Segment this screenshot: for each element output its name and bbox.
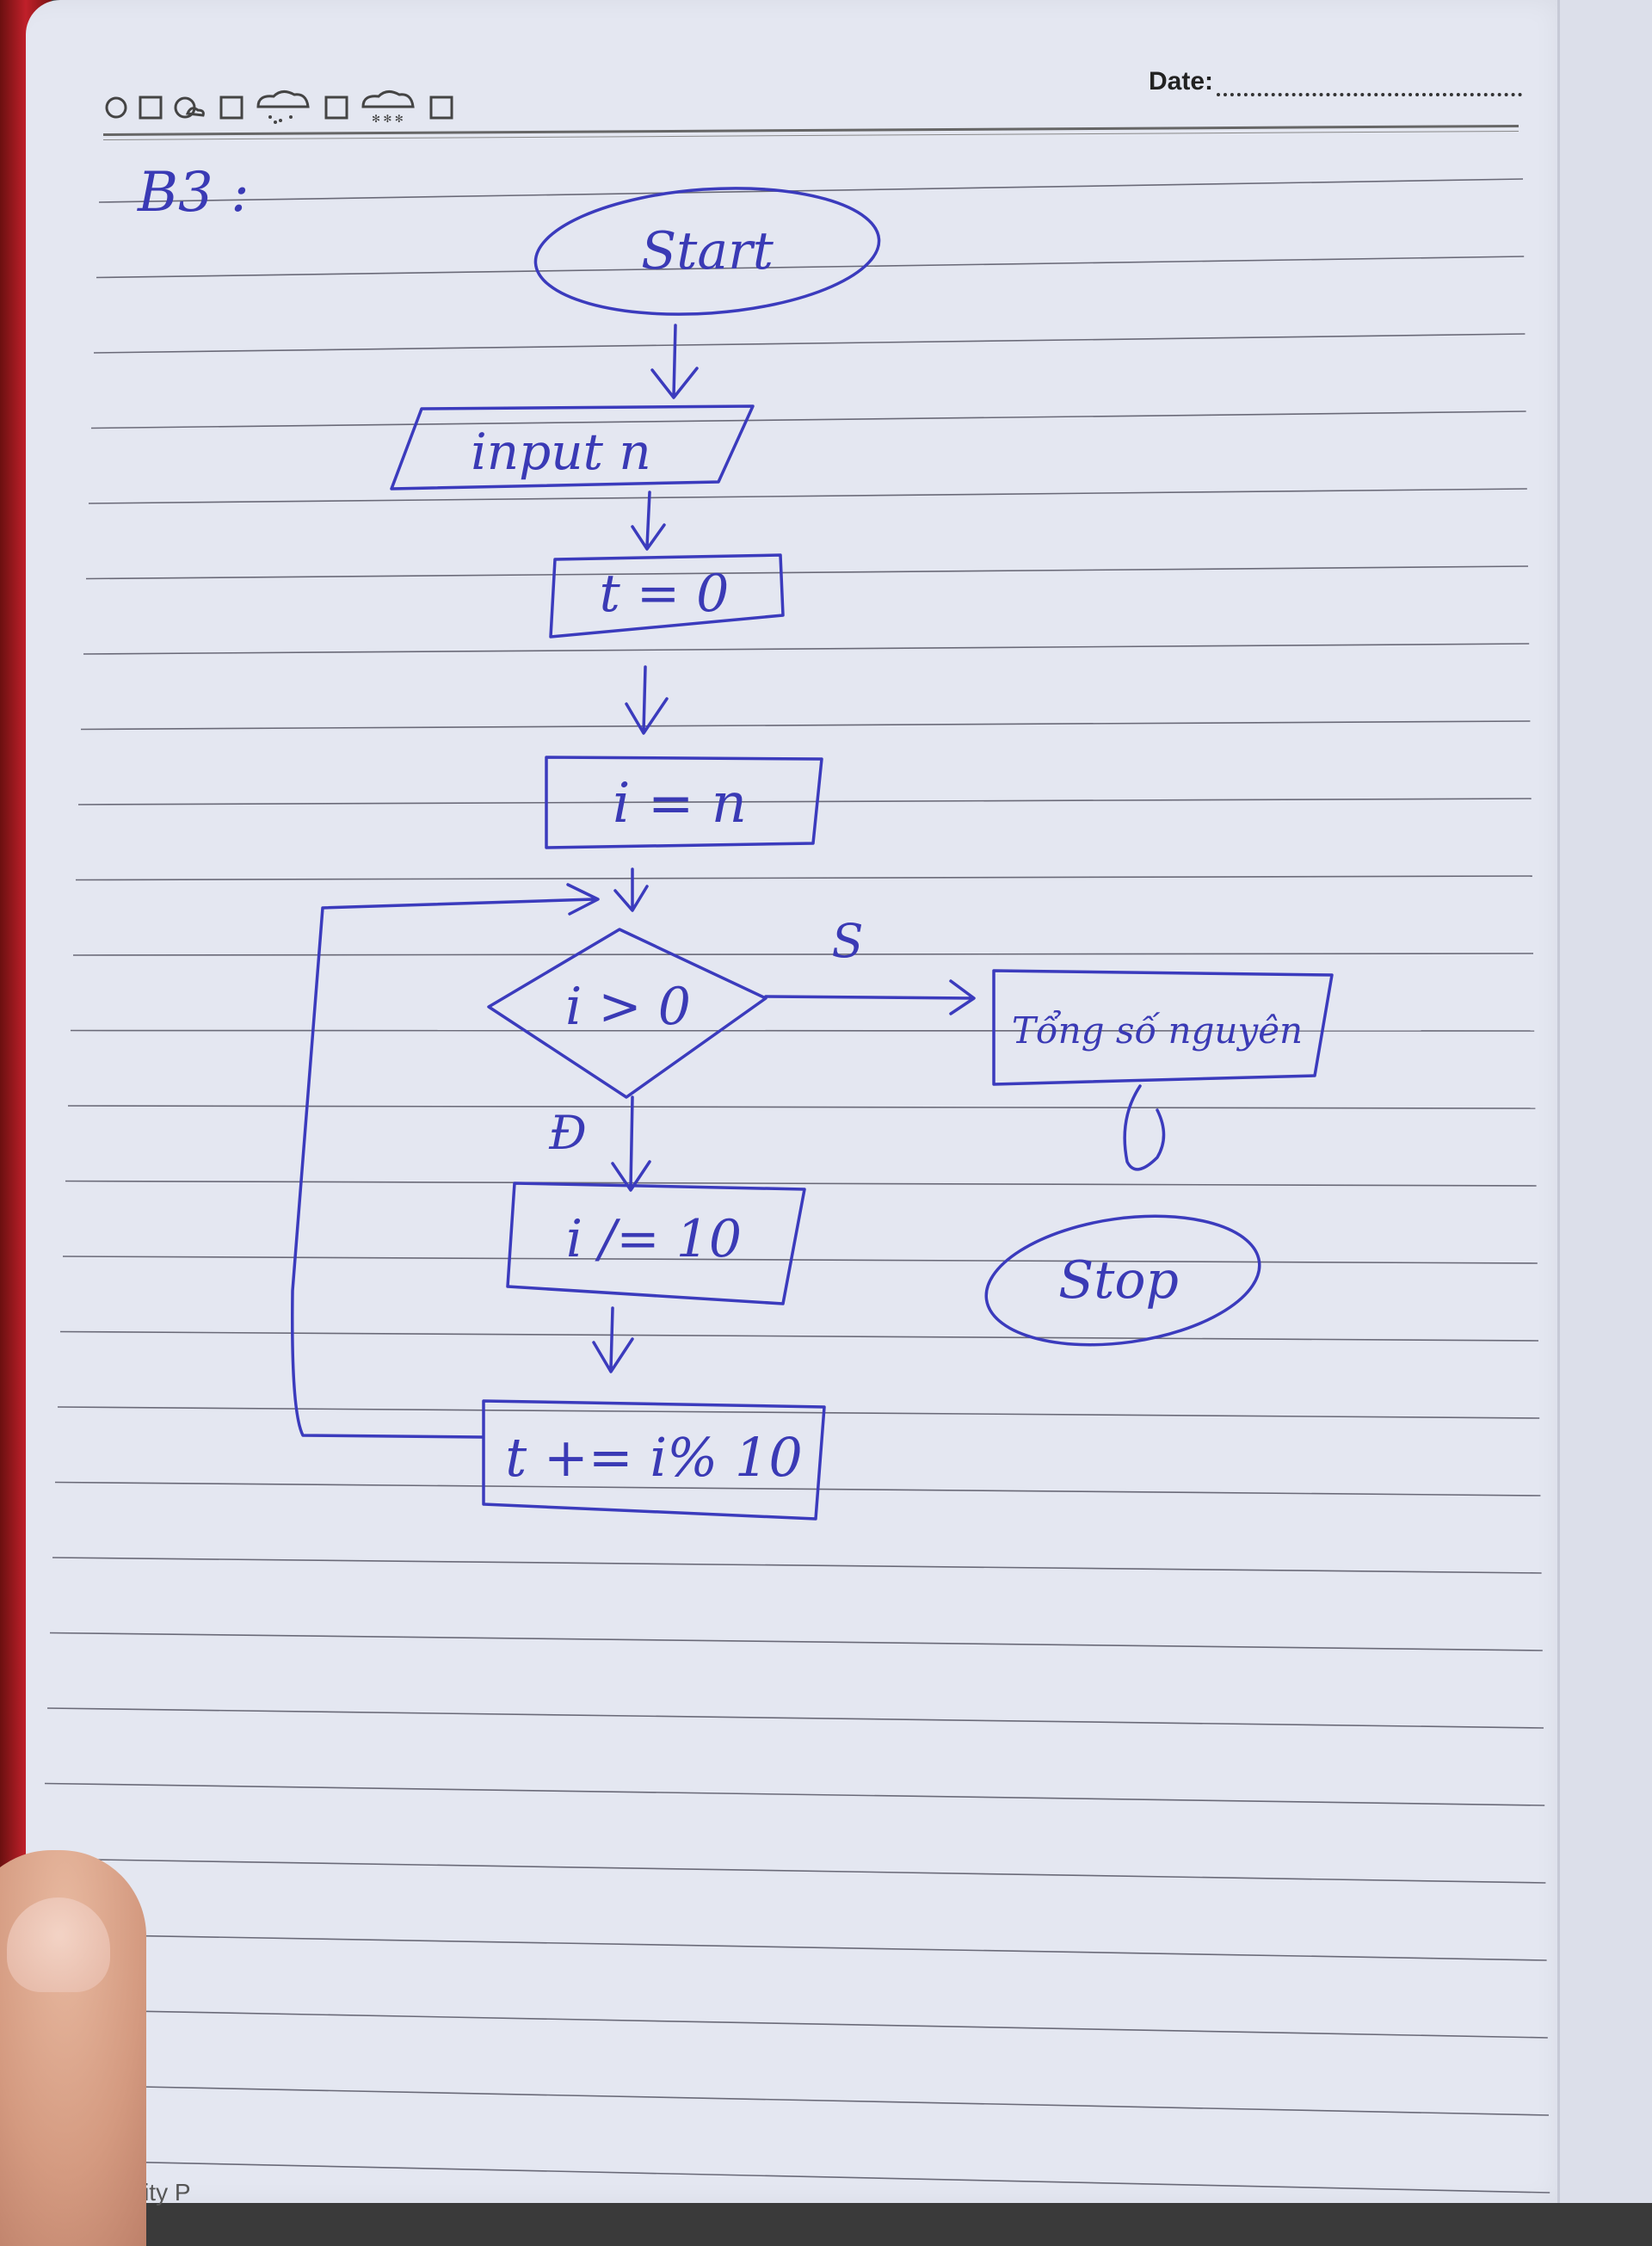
ruled-line <box>96 256 1525 279</box>
rain-cloud-icon <box>256 90 310 124</box>
true-branch-label: Đ <box>548 1106 587 1160</box>
update-t-label: t += i% 10 <box>505 1426 803 1489</box>
init-i-process <box>545 756 823 849</box>
ruled-line <box>80 720 1531 731</box>
update-t-process <box>482 1399 826 1521</box>
weather-icon-row: ✻ ✻ ✻ <box>103 86 454 129</box>
ruled-line <box>44 1782 1545 1806</box>
ruled-line <box>70 1029 1535 1032</box>
date-field: Date: <box>1149 67 1523 96</box>
ruled-line <box>46 1707 1544 1729</box>
init-t-process <box>549 553 785 639</box>
ruled-line <box>75 875 1532 881</box>
checkbox-icon <box>429 96 453 120</box>
ruled-line <box>77 798 1532 805</box>
arrow-update-i-to-t <box>592 1306 634 1373</box>
decision-diamond <box>487 928 767 1099</box>
arrow-input-to-t <box>631 491 666 551</box>
arrow-start-to-input <box>650 324 699 399</box>
fingernail-photo <box>7 1897 110 1992</box>
start-terminal <box>533 187 881 316</box>
stop-terminal <box>984 1214 1261 1347</box>
snow-cloud-icon: ✻ ✻ ✻ <box>361 90 415 125</box>
input-parallelogram <box>390 404 755 491</box>
ruled-line <box>72 953 1534 956</box>
false-branch-label: S <box>832 914 864 968</box>
checkbox-icon <box>219 96 243 120</box>
output-process <box>992 969 1334 1086</box>
ruled-line <box>34 2083 1550 2116</box>
ruled-line <box>54 1481 1541 1496</box>
input-label: input n <box>471 423 651 481</box>
ruled-line <box>41 1858 1546 1884</box>
notebook-page <box>26 0 1575 2203</box>
ruled-line <box>49 1632 1543 1651</box>
ruled-line <box>62 1256 1538 1264</box>
ruled-line <box>98 178 1524 203</box>
svg-text:✻ ✻ ✻: ✻ ✻ ✻ <box>372 113 404 125</box>
ruled-line <box>88 488 1527 504</box>
ruled-line <box>93 333 1526 354</box>
ruled-line <box>52 1557 1542 1574</box>
ruled-line <box>31 2159 1550 2194</box>
decision-label: i > 0 <box>565 977 691 1037</box>
date-label: Date: <box>1149 67 1214 96</box>
ruled-line <box>59 1330 1539 1342</box>
init-i-label: i = n <box>613 772 747 836</box>
ruled-line <box>90 410 1526 429</box>
arrow-output-to-stop <box>1123 1084 1166 1171</box>
partly-cloudy-icon <box>174 96 205 119</box>
arrow-t-to-i <box>625 665 669 735</box>
ruled-line <box>57 1406 1540 1419</box>
sun-icon <box>105 96 127 119</box>
arrow-false-branch <box>764 979 976 1015</box>
loop-back-arrow <box>291 883 600 1439</box>
ruled-line <box>65 1180 1537 1187</box>
arrow-i-to-decision <box>613 867 649 912</box>
checkbox-icon <box>139 96 163 120</box>
init-t-label: t = 0 <box>600 564 730 624</box>
exercise-label: B3 : <box>137 161 250 225</box>
date-line <box>1217 74 1523 96</box>
ruled-line <box>85 565 1529 580</box>
output-label: Tổng số nguyên <box>1012 1009 1303 1052</box>
checkbox-icon <box>324 96 348 120</box>
ruled-line <box>67 1105 1536 1109</box>
ruled-lines <box>31 178 1550 2194</box>
ruled-line <box>39 1933 1547 1961</box>
stop-label: Stop <box>1058 1250 1179 1311</box>
next-page-edge <box>1557 0 1652 2203</box>
arrow-true-branch <box>611 1095 651 1192</box>
update-i-label: i /= 10 <box>566 1209 742 1269</box>
ruled-line <box>36 2008 1548 2039</box>
update-i-process <box>506 1182 806 1305</box>
start-label: Start <box>641 221 774 281</box>
ruled-line <box>83 643 1530 655</box>
